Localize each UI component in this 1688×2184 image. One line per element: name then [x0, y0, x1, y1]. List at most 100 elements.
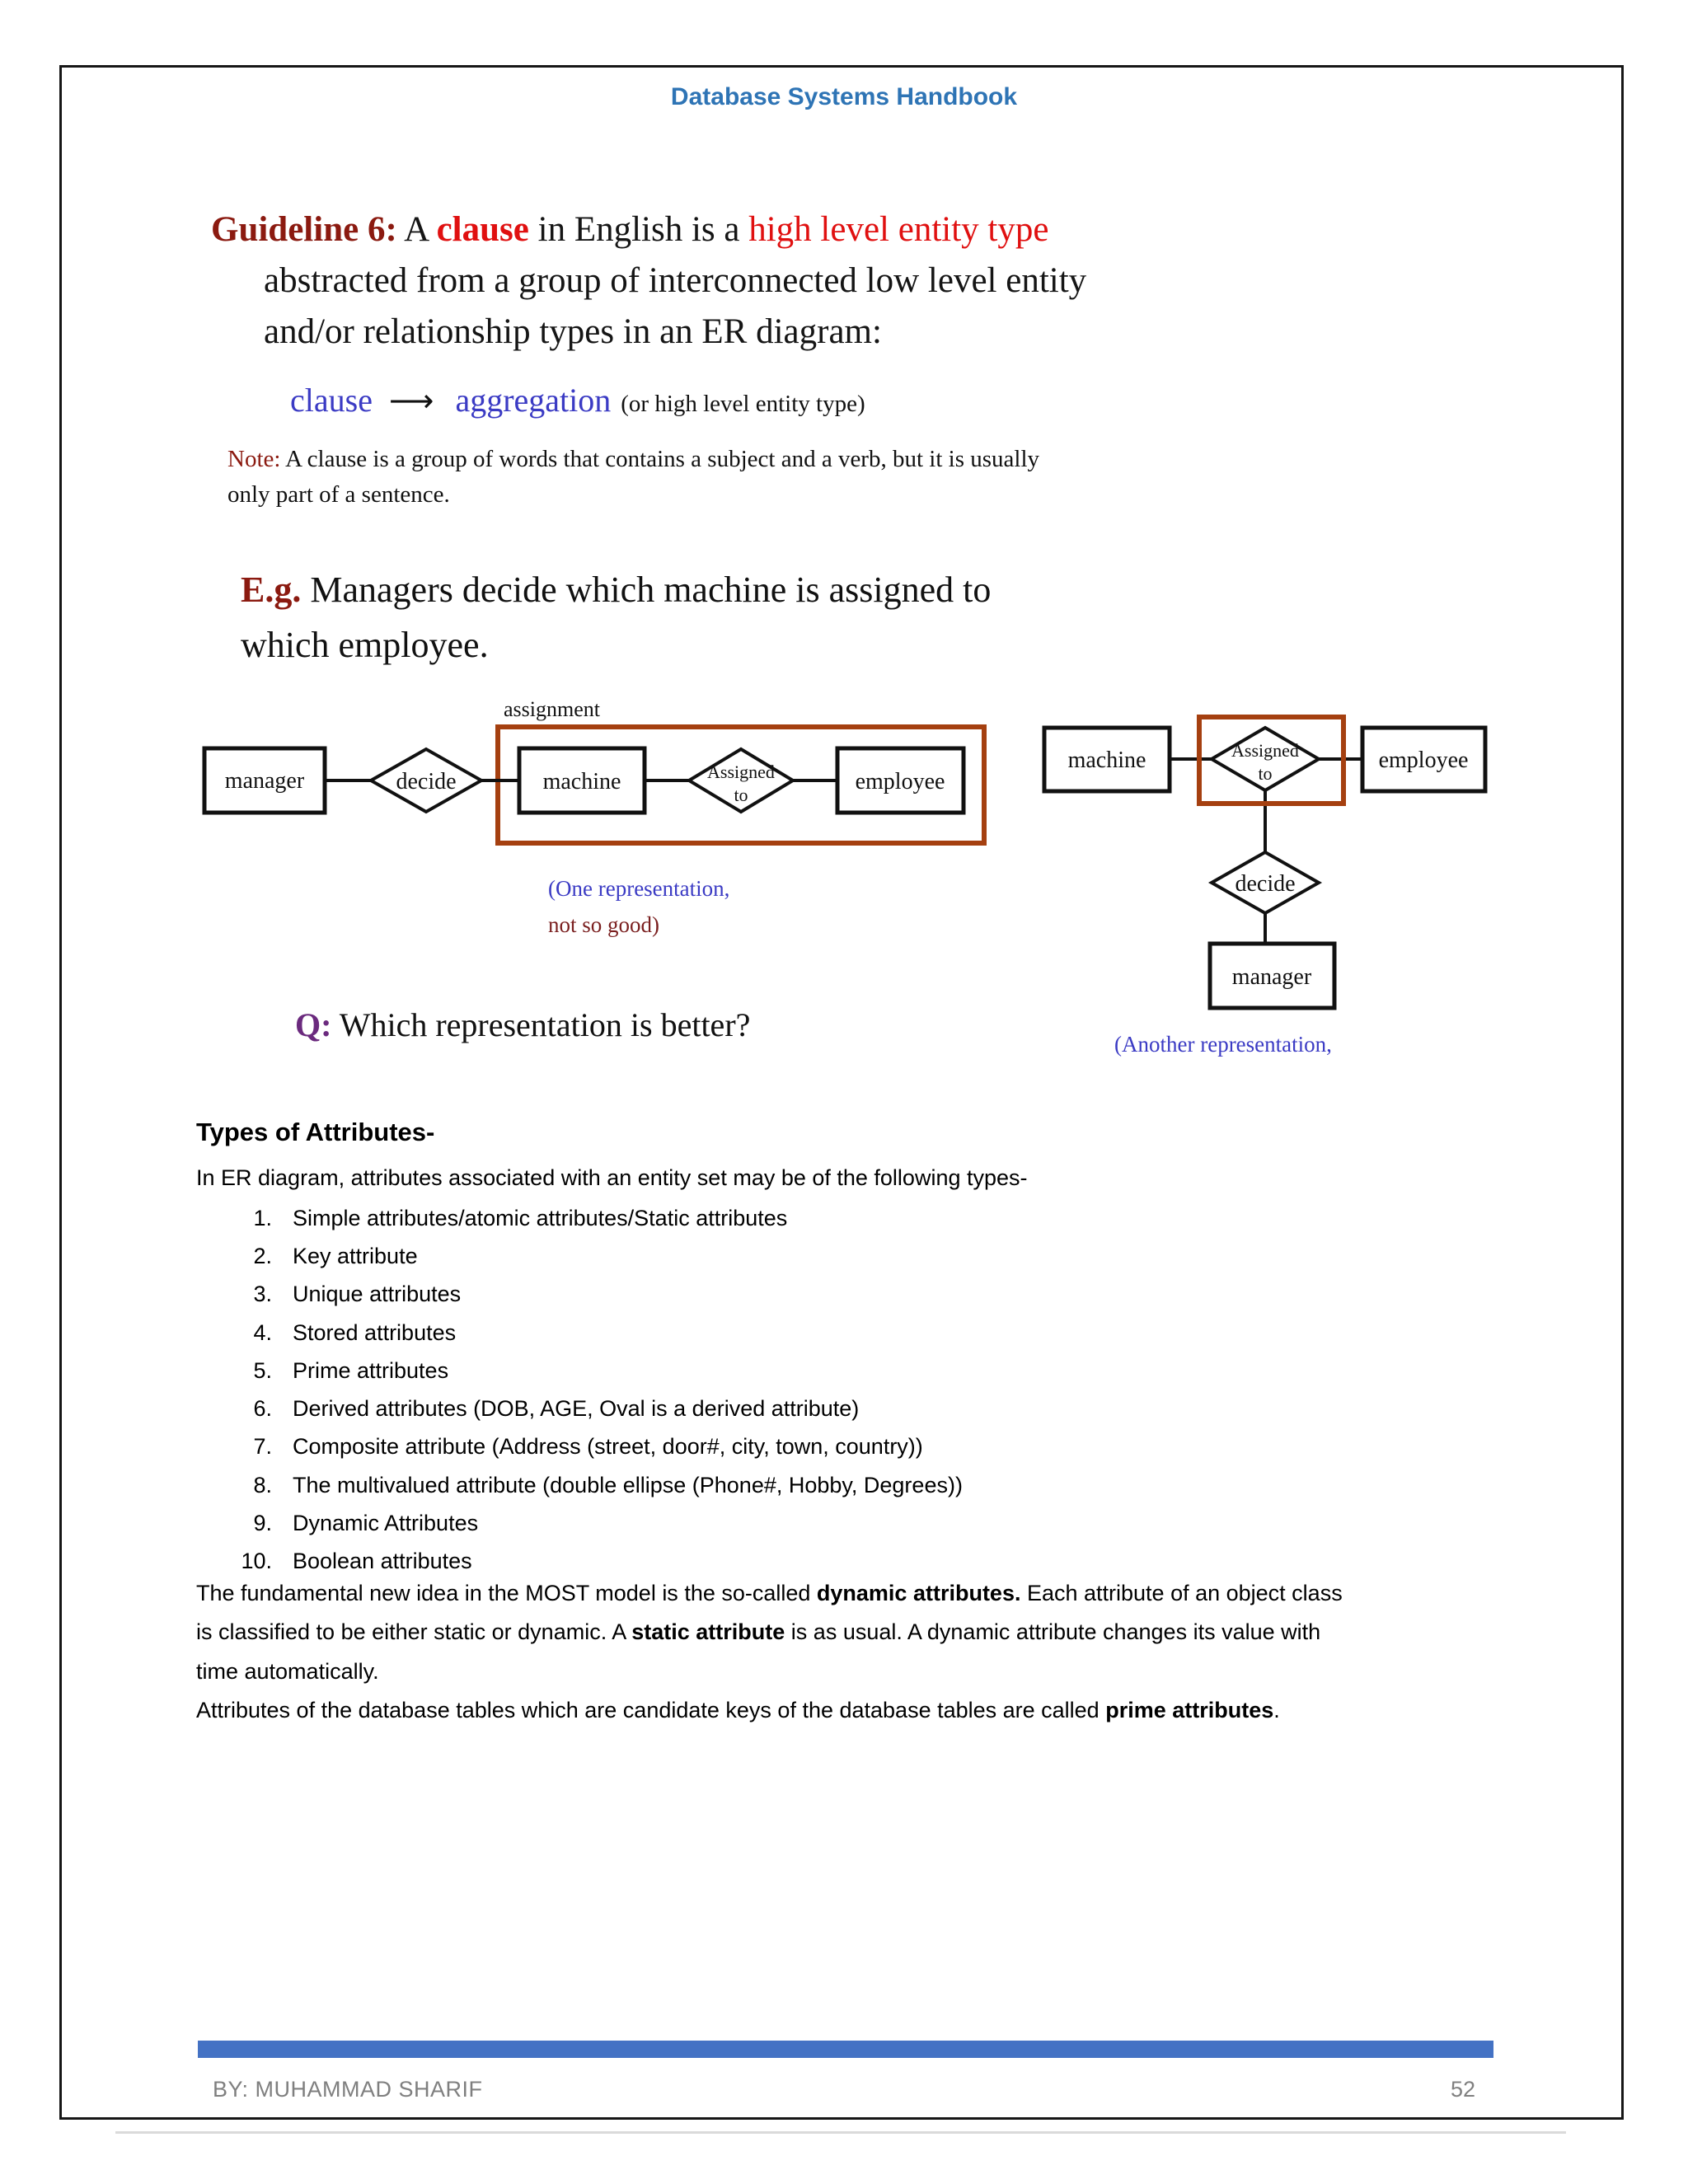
next-page-edge [115, 2131, 1566, 2134]
list-item-number: 4. [253, 1319, 272, 1345]
example-line-2: which employee. [241, 625, 489, 665]
paragraph-line-2: is classified to be either static or dyn… [196, 1613, 1531, 1652]
list-item-text: The multivalued attribute (double ellips… [293, 1472, 963, 1497]
entity-employee-label: employee [856, 769, 945, 794]
relationship-decide [367, 747, 485, 814]
attributes-list: 1.Simple attributes/atomic attributes/St… [196, 1199, 1432, 1581]
guideline-text-a: A [396, 210, 437, 249]
example-heading: E.g. Managers decide which machine is as… [241, 562, 991, 673]
list-item-number: 9. [253, 1511, 272, 1536]
list-item-text: Unique attributes [293, 1282, 462, 1307]
guideline-text-b: in English is a [528, 210, 749, 249]
list-item-number: 3. [253, 1282, 272, 1307]
entity-employee [835, 746, 966, 815]
footer-divider-bar [198, 2041, 1493, 2058]
list-item: 2.Key attribute [196, 1237, 1432, 1275]
caption-another-representation: (Another representation, [1114, 1032, 1332, 1057]
list-item-number: 8. [253, 1472, 272, 1497]
er-diagram-right: machine Assigned to employee decide mana… [1042, 715, 1488, 1010]
relationship-assigned-label-1: Assigned [1231, 740, 1299, 761]
note-line-1: Note: A clause is a group of words that … [227, 442, 1464, 477]
paragraph-line-4: Attributes of the database tables which … [196, 1691, 1531, 1730]
clause-aggregation-mapping: clause ⟶ aggregation (or high level entity … [290, 381, 865, 419]
question-line: Q: Which representation is better? [295, 1005, 750, 1044]
right-arrow-icon: ⟶ [388, 382, 434, 419]
note-line-2: only part of a sentence. [227, 481, 450, 508]
relationship-decide-label: decide [396, 769, 456, 794]
question-label: Q: [295, 1006, 332, 1043]
list-item: 3. Unique attributes [196, 1276, 1432, 1314]
paragraph-line-1: The fundamental new idea in the MOST mod… [196, 1574, 1531, 1613]
paragraph-text: is classified to be either static or dyn… [196, 1619, 632, 1645]
entity-machine [1042, 725, 1172, 794]
example-text-1: Managers decide which machine is assigne… [301, 569, 992, 610]
mapping-note: (or high level entity type) [621, 391, 865, 417]
example-label: E.g. [241, 569, 302, 610]
relationship-assigned-label-2: to [1258, 763, 1272, 784]
entity-employee-label: employee [1379, 748, 1469, 773]
paragraph-bold-static-attribute: static attribute [631, 1619, 785, 1645]
relationship-assigned-to [1208, 725, 1322, 793]
entity-employee [1360, 725, 1488, 794]
paragraph-bold-dynamic-attributes: dynamic attributes. [816, 1581, 1021, 1605]
caption-one-line-2: not so good) [548, 912, 659, 937]
guideline-term-entity-type: high level entity type [748, 210, 1049, 249]
note-text-1: A clause is a group of words that contai… [280, 446, 1040, 472]
list-item-text: Composite attribute (Address (street, do… [293, 1434, 923, 1460]
list-item-text: Derived attributes (DOB, AGE, Oval is a … [293, 1396, 860, 1422]
paragraph-text: Each attribute of an object class [1020, 1581, 1343, 1605]
list-item: 5. Prime attributes [196, 1352, 1432, 1390]
list-item-text: Key attribute [293, 1243, 418, 1268]
attributes-heading: Types of Attributes- [196, 1118, 435, 1146]
attributes-intro: In ER diagram, attributes associated wit… [196, 1165, 1028, 1190]
aggregation-box [495, 724, 987, 846]
paragraph-text: Attributes of the database tables which … [196, 1697, 1106, 1722]
entity-machine [517, 746, 647, 815]
guideline-term-clause: clause [436, 210, 529, 249]
note-paragraph: Note: A clause is a group of words that … [227, 442, 1464, 513]
guideline-line-2: abstracted from a group of interconnecte… [264, 261, 1087, 300]
list-item-text: Dynamic Attributes [293, 1511, 479, 1536]
paragraph-line-3: time automatically. [196, 1658, 379, 1684]
list-item-number: 1. [253, 1205, 272, 1230]
guideline-line-1: Guideline 6: A clause in English is a hi… [211, 204, 1086, 255]
list-item-text: Stored attributes [293, 1319, 457, 1345]
list-item-number: 5. [253, 1357, 272, 1383]
footer-author: BY: MUHAMMAD SHARIF [213, 2077, 483, 2102]
document-header-title: Database Systems Handbook [670, 83, 1018, 110]
paragraph-text: is as usual. A dynamic attribute changes… [785, 1619, 1321, 1645]
list-item: 7.Composite attribute (Address (street, … [196, 1428, 1432, 1466]
entity-manager [202, 746, 327, 815]
list-item-text: Prime attributes [293, 1357, 449, 1383]
relationship-assigned-to [686, 747, 796, 814]
paragraph-text: The fundamental new idea in the MOST mod… [196, 1581, 817, 1605]
list-item-number: 10. [241, 1549, 272, 1574]
list-item-text: Boolean attributes [293, 1549, 472, 1574]
paragraph-bold-prime-attributes: prime attributes [1105, 1697, 1274, 1722]
example-line-1: E.g. Managers decide which machine is as… [241, 562, 991, 617]
entity-manager [1207, 941, 1337, 1010]
guideline-heading: Guideline 6: A clause in English is a hi… [211, 204, 1086, 358]
relationship-decide [1207, 850, 1323, 916]
entity-machine-label: machine [1068, 748, 1146, 773]
entity-manager-label: manager [1232, 964, 1312, 990]
caption-one-representation: (One representation, not so good) [548, 870, 729, 943]
mapping-from: clause [290, 382, 373, 419]
page-border [59, 65, 1624, 2120]
relationship-assigned-label-2: to [734, 785, 748, 805]
entity-manager-label: manager [225, 768, 305, 794]
list-item: 4. Stored attributes [196, 1314, 1432, 1352]
guideline-line-3: and/or relationship types in an ER diagr… [264, 312, 882, 351]
list-item: 10. Boolean attributes [196, 1543, 1432, 1581]
mapping-to: aggregation [455, 382, 612, 419]
assignment-label: assignment [504, 697, 600, 721]
question-text: Which representation is better? [331, 1006, 751, 1043]
paragraph-text: . [1273, 1697, 1280, 1722]
footer-page-number: 52 [1450, 2077, 1475, 2102]
list-item: 1.Simple attributes/atomic attributes/St… [196, 1199, 1432, 1237]
body-paragraph: The fundamental new idea in the MOST mod… [196, 1574, 1531, 1730]
aggregation-box [1197, 715, 1346, 806]
list-item: 6. Derived attributes (DOB, AGE, Oval is … [196, 1390, 1432, 1427]
list-item-number: 6. [253, 1396, 272, 1422]
